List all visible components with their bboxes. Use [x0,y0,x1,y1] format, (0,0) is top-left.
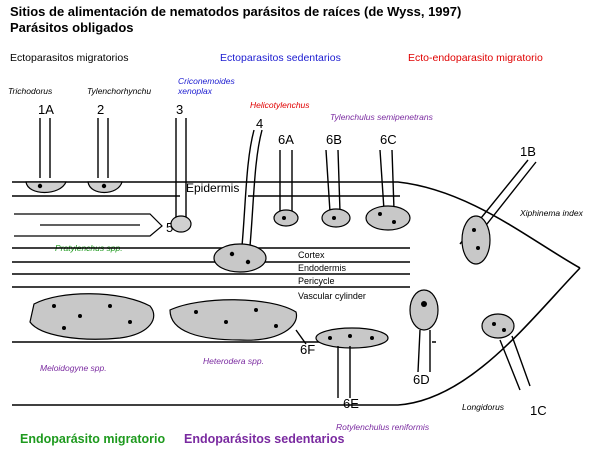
tissue-pericycle: Pericycle [298,276,335,286]
label-6f: 6F [300,342,316,357]
stylet-6b [325,149,341,213]
cluster-longidorus [481,313,515,339]
cluster-6c [365,205,411,231]
species-trichodorus: Trichodorus [8,86,53,96]
label-1c: 1C [530,403,547,418]
stylet-1a [39,118,51,178]
label-1a: 1A [38,102,54,117]
feeding-cell-1a [25,181,67,194]
stylet-4 [241,129,263,247]
species-xiphinema: Xiphinema index [520,208,583,218]
tissue-epidermis: Epidermis [186,181,240,195]
stylet-6c [379,149,395,211]
label-4: 4 [256,116,264,131]
nuclei [37,183,506,340]
species-criconemoides-line1: Criconemoides [178,76,235,86]
label-6b: 6B [326,132,342,147]
pratylenchus-body [14,213,163,237]
species-meloidogyne: Meloidogyne spp. [40,363,107,373]
stylets-top [39,118,537,391]
root-surface-top [12,181,581,269]
cluster-xiphinema [461,215,491,265]
surface-cells [25,181,192,233]
feeding-cell-3 [170,215,192,233]
category-ecto-endo-migratorio: Ecto-endoparasito migratorio [408,52,543,64]
root-tissue-lines [12,181,581,406]
stylets-bottom [295,329,431,398]
stylet-1c [499,335,531,391]
label-1b: 1B [520,144,536,159]
label-3: 3 [176,102,184,117]
stylet-6f [295,329,307,345]
stylet-6a [279,150,293,212]
cluster-rotylenchulus [315,327,389,349]
label-6c: 6C [380,132,397,147]
diagram-title: Sitios de alimentación de nematodos pará… [10,4,462,19]
species-helicotylenchus: Helicotylenchus [250,100,310,110]
diagram-subtitle: Parásitos obligados [10,20,134,35]
tissue-cortex: Cortex [298,250,325,260]
label-6a: 6A [278,132,294,147]
species-tylenchorhynchu: Tylenchorhynchu [87,86,152,96]
cluster-helicotylenchus [213,243,267,273]
footer-endo-migratorio: Endoparásito migratorio [20,432,166,446]
label-6d: 6D [413,372,430,387]
cluster-heterodera [169,299,298,341]
species-heterodera: Heterodera spp. [203,356,264,366]
species-longidorus: Longidorus [462,402,505,412]
label-5: 5 [166,220,174,235]
stylet-6d [417,329,431,373]
species-rotylenchulus: Rotylenchulus reniformis [336,422,430,432]
pratylenchus-outline [14,213,163,237]
label-2: 2 [97,102,105,117]
stylet-6e [337,346,351,398]
stylet-3 [175,118,187,218]
category-ecto-sedentarios: Ectoparasitos sedentarios [220,52,341,64]
stylet-2 [97,118,109,178]
label-6e: 6E [343,396,359,411]
cluster-meloidogyne [29,293,155,340]
root-surface-bottom [12,267,581,406]
cell-clusters [29,205,515,349]
footer-endo-sedentarios: Endoparásitos sedentarios [184,432,345,446]
category-ecto-migratorios: Ectoparasitos migratorios [10,52,129,64]
tissue-endodermis: Endodermis [298,263,347,273]
species-criconemoides-line2: xenoplax [178,86,213,96]
cluster-6d [409,289,439,331]
tissue-vascular-cylinder: Vascular cylinder [298,291,366,301]
species-tylenchulus: Tylenchulus semipenetrans [330,112,433,122]
